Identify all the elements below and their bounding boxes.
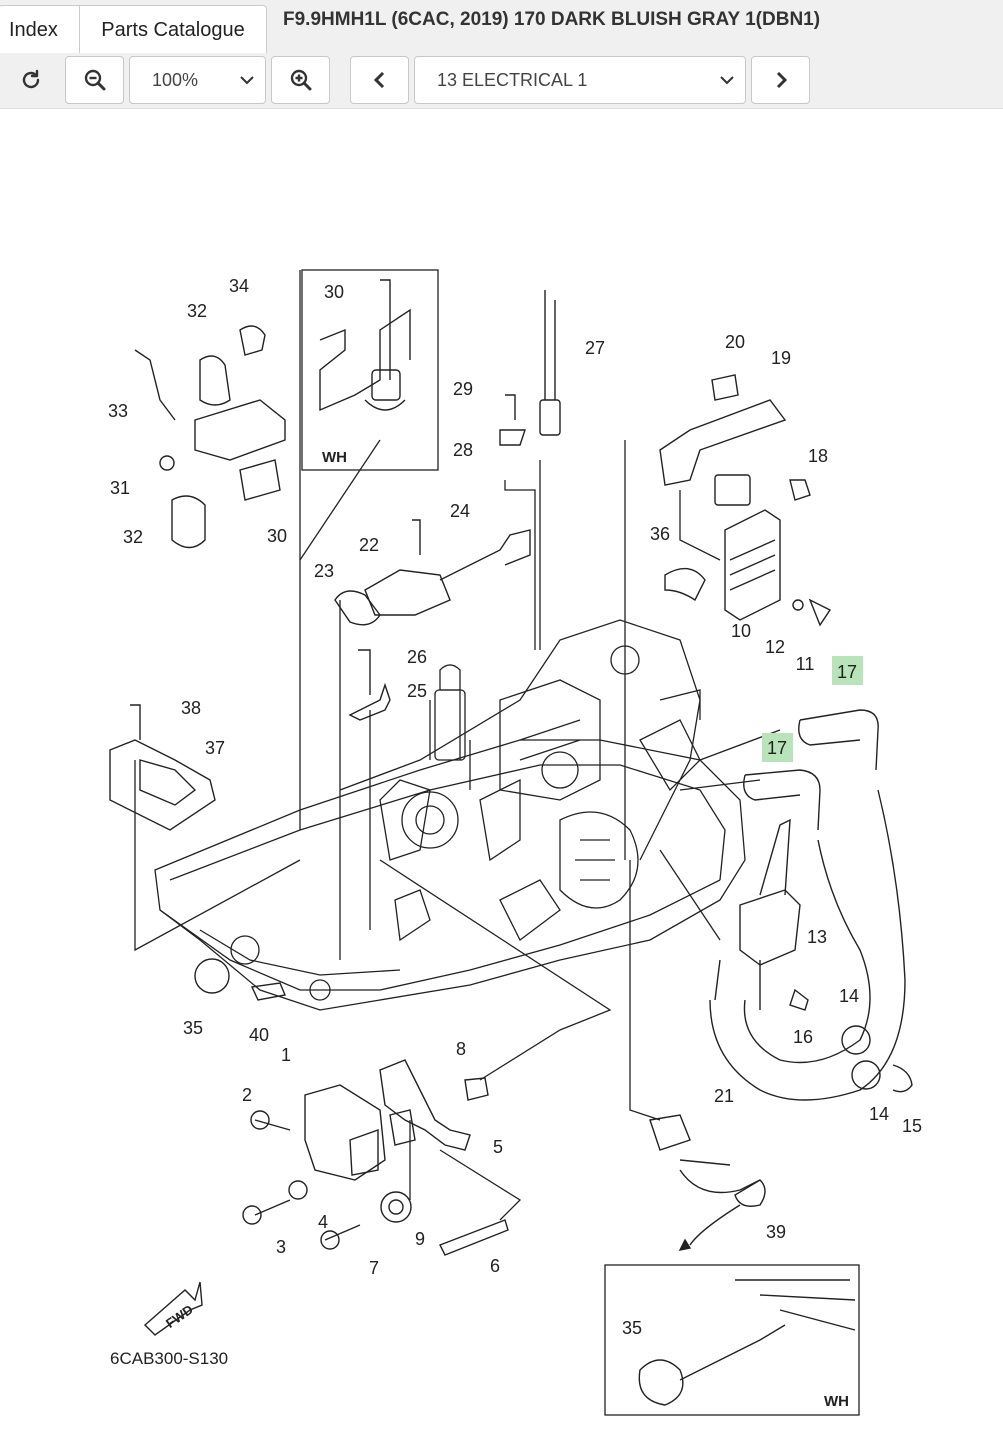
zoom-out-icon <box>84 69 105 91</box>
callout-6[interactable]: 6 <box>490 1256 500 1276</box>
callout-28[interactable]: 28 <box>453 440 473 460</box>
callout-16[interactable]: 16 <box>793 1027 813 1047</box>
refresh-button[interactable] <box>2 56 60 104</box>
fwd-label: FWD <box>163 1302 196 1331</box>
zoom-out-button[interactable] <box>65 56 124 104</box>
tab-parts-catalogue[interactable]: Parts Catalogue <box>79 5 267 53</box>
tab-index[interactable]: Index <box>0 5 80 53</box>
callout-10[interactable]: 10 <box>731 621 751 641</box>
callout-9[interactable]: 9 <box>415 1229 425 1249</box>
parts-diagram: 34 32 33 31 32 30 30 27 29 28 20 19 18 2… <box>0 110 1003 1448</box>
callout-15[interactable]: 15 <box>902 1116 922 1136</box>
callout-1[interactable]: 1 <box>281 1045 291 1065</box>
callout-36[interactable]: 36 <box>650 524 670 544</box>
wh-label-bottom: WH <box>824 1393 849 1410</box>
callout-32-upper[interactable]: 32 <box>187 301 207 321</box>
zoom-in-button[interactable] <box>271 56 330 104</box>
chevron-down-icon <box>720 76 734 85</box>
callout-34[interactable]: 34 <box>229 276 249 296</box>
callout-8[interactable]: 8 <box>456 1039 466 1059</box>
callout-5[interactable]: 5 <box>493 1137 503 1157</box>
callout-7[interactable]: 7 <box>369 1258 379 1278</box>
page-title: F9.9HMH1L (6CAC, 2019) 170 DARK BLUISH G… <box>283 9 821 30</box>
highlight-17-lower[interactable] <box>762 733 793 762</box>
highlight-17-upper[interactable] <box>832 656 863 685</box>
zoom-in-icon <box>290 69 311 91</box>
callout-38[interactable]: 38 <box>181 698 201 718</box>
callout-32-lower[interactable]: 32 <box>123 527 143 547</box>
exploded-view-drawing: 34 32 33 31 32 30 30 27 29 28 20 19 18 2… <box>108 269 922 1416</box>
callout-14-lower[interactable]: 14 <box>869 1104 889 1124</box>
callout-14-upper[interactable]: 14 <box>839 986 859 1006</box>
callout-25[interactable]: 25 <box>407 681 427 701</box>
chevron-down-icon <box>240 76 254 85</box>
callout-13[interactable]: 13 <box>807 927 827 947</box>
callout-24[interactable]: 24 <box>450 501 470 521</box>
next-section-button[interactable] <box>751 56 810 104</box>
callout-30-inset[interactable]: 30 <box>324 282 344 302</box>
callout-31[interactable]: 31 <box>110 478 130 498</box>
callout-22[interactable]: 22 <box>359 535 379 555</box>
callout-17-upper[interactable]: 17 <box>837 662 857 682</box>
callout-18[interactable]: 18 <box>808 446 828 466</box>
callout-4[interactable]: 4 <box>318 1212 328 1232</box>
chevron-right-icon <box>776 71 787 89</box>
callout-20[interactable]: 20 <box>725 332 745 352</box>
callout-2[interactable]: 2 <box>242 1085 252 1105</box>
callout-19[interactable]: 19 <box>771 348 791 368</box>
callout-11[interactable]: 11 <box>796 654 815 674</box>
zoom-value: 100% <box>152 70 199 90</box>
previous-section-button[interactable] <box>350 56 409 104</box>
toolbar: Index Parts Catalogue F9.9HMH1L (6CAC, 2… <box>0 0 1003 109</box>
callout-40[interactable]: 40 <box>249 1025 269 1045</box>
section-select[interactable]: 13 ELECTRICAL 1 <box>414 56 746 104</box>
callout-37[interactable]: 37 <box>205 738 225 758</box>
callout-12[interactable]: 12 <box>765 637 785 657</box>
callout-21[interactable]: 21 <box>714 1086 734 1106</box>
callout-27[interactable]: 27 <box>585 338 605 358</box>
callout-3[interactable]: 3 <box>276 1237 286 1257</box>
callout-35[interactable]: 35 <box>183 1018 203 1038</box>
callout-33[interactable]: 33 <box>108 401 128 421</box>
wh-label-top: WH <box>322 449 347 466</box>
callout-26[interactable]: 26 <box>407 647 427 667</box>
refresh-icon <box>22 69 40 89</box>
section-value: 13 ELECTRICAL 1 <box>437 70 588 90</box>
callout-23[interactable]: 23 <box>314 561 334 581</box>
callout-29[interactable]: 29 <box>453 379 473 399</box>
callout-17-lower[interactable]: 17 <box>767 738 787 758</box>
diagram-code: 6CAB300-S130 <box>110 1349 228 1368</box>
callout-39[interactable]: 39 <box>766 1222 786 1242</box>
callout-35-inset[interactable]: 35 <box>622 1318 642 1338</box>
chevron-left-icon <box>373 71 384 89</box>
zoom-select[interactable]: 100% <box>129 56 266 104</box>
callout-30-bracket[interactable]: 30 <box>267 526 287 546</box>
